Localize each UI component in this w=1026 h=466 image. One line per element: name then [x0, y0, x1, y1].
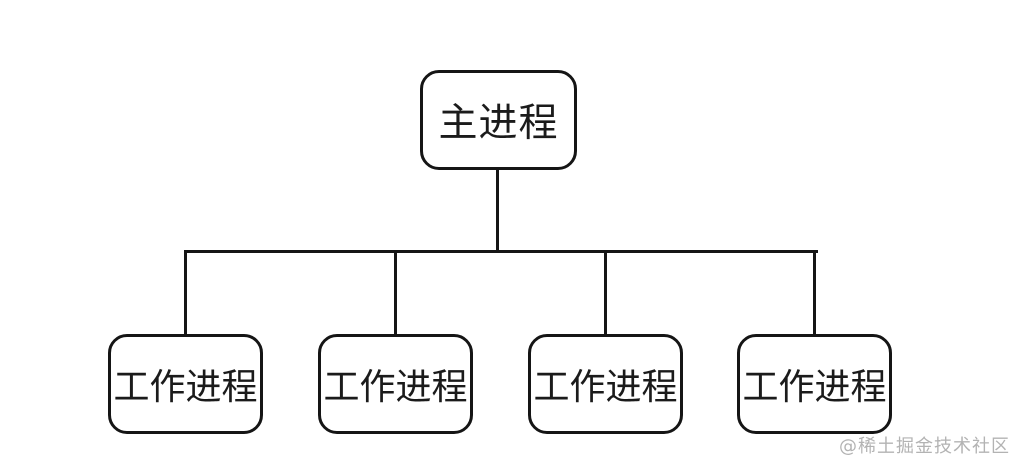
worker-process-label-3: 工作进程 [533, 367, 678, 408]
connector-drop-worker-3 [604, 252, 607, 334]
worker-process-node-3: 工作进程 [528, 334, 683, 434]
connector-root-trunk [496, 168, 499, 253]
master-process-node: 主进程 [420, 70, 577, 170]
worker-process-label-1: 工作进程 [113, 367, 258, 408]
worker-process-node-4: 工作进程 [737, 334, 892, 434]
worker-process-node-1: 工作进程 [108, 334, 263, 434]
master-process-label: 主进程 [438, 101, 559, 146]
connector-drop-worker-2 [394, 252, 397, 334]
connector-drop-worker-1 [184, 252, 187, 334]
worker-process-label-2: 工作进程 [323, 367, 468, 408]
connector-horizontal-bus [184, 250, 818, 253]
watermark-text: @稀土掘金技术社区 [839, 436, 1010, 457]
connector-drop-worker-4 [813, 252, 816, 334]
worker-process-label-4: 工作进程 [742, 367, 887, 408]
worker-process-node-2: 工作进程 [318, 334, 473, 434]
